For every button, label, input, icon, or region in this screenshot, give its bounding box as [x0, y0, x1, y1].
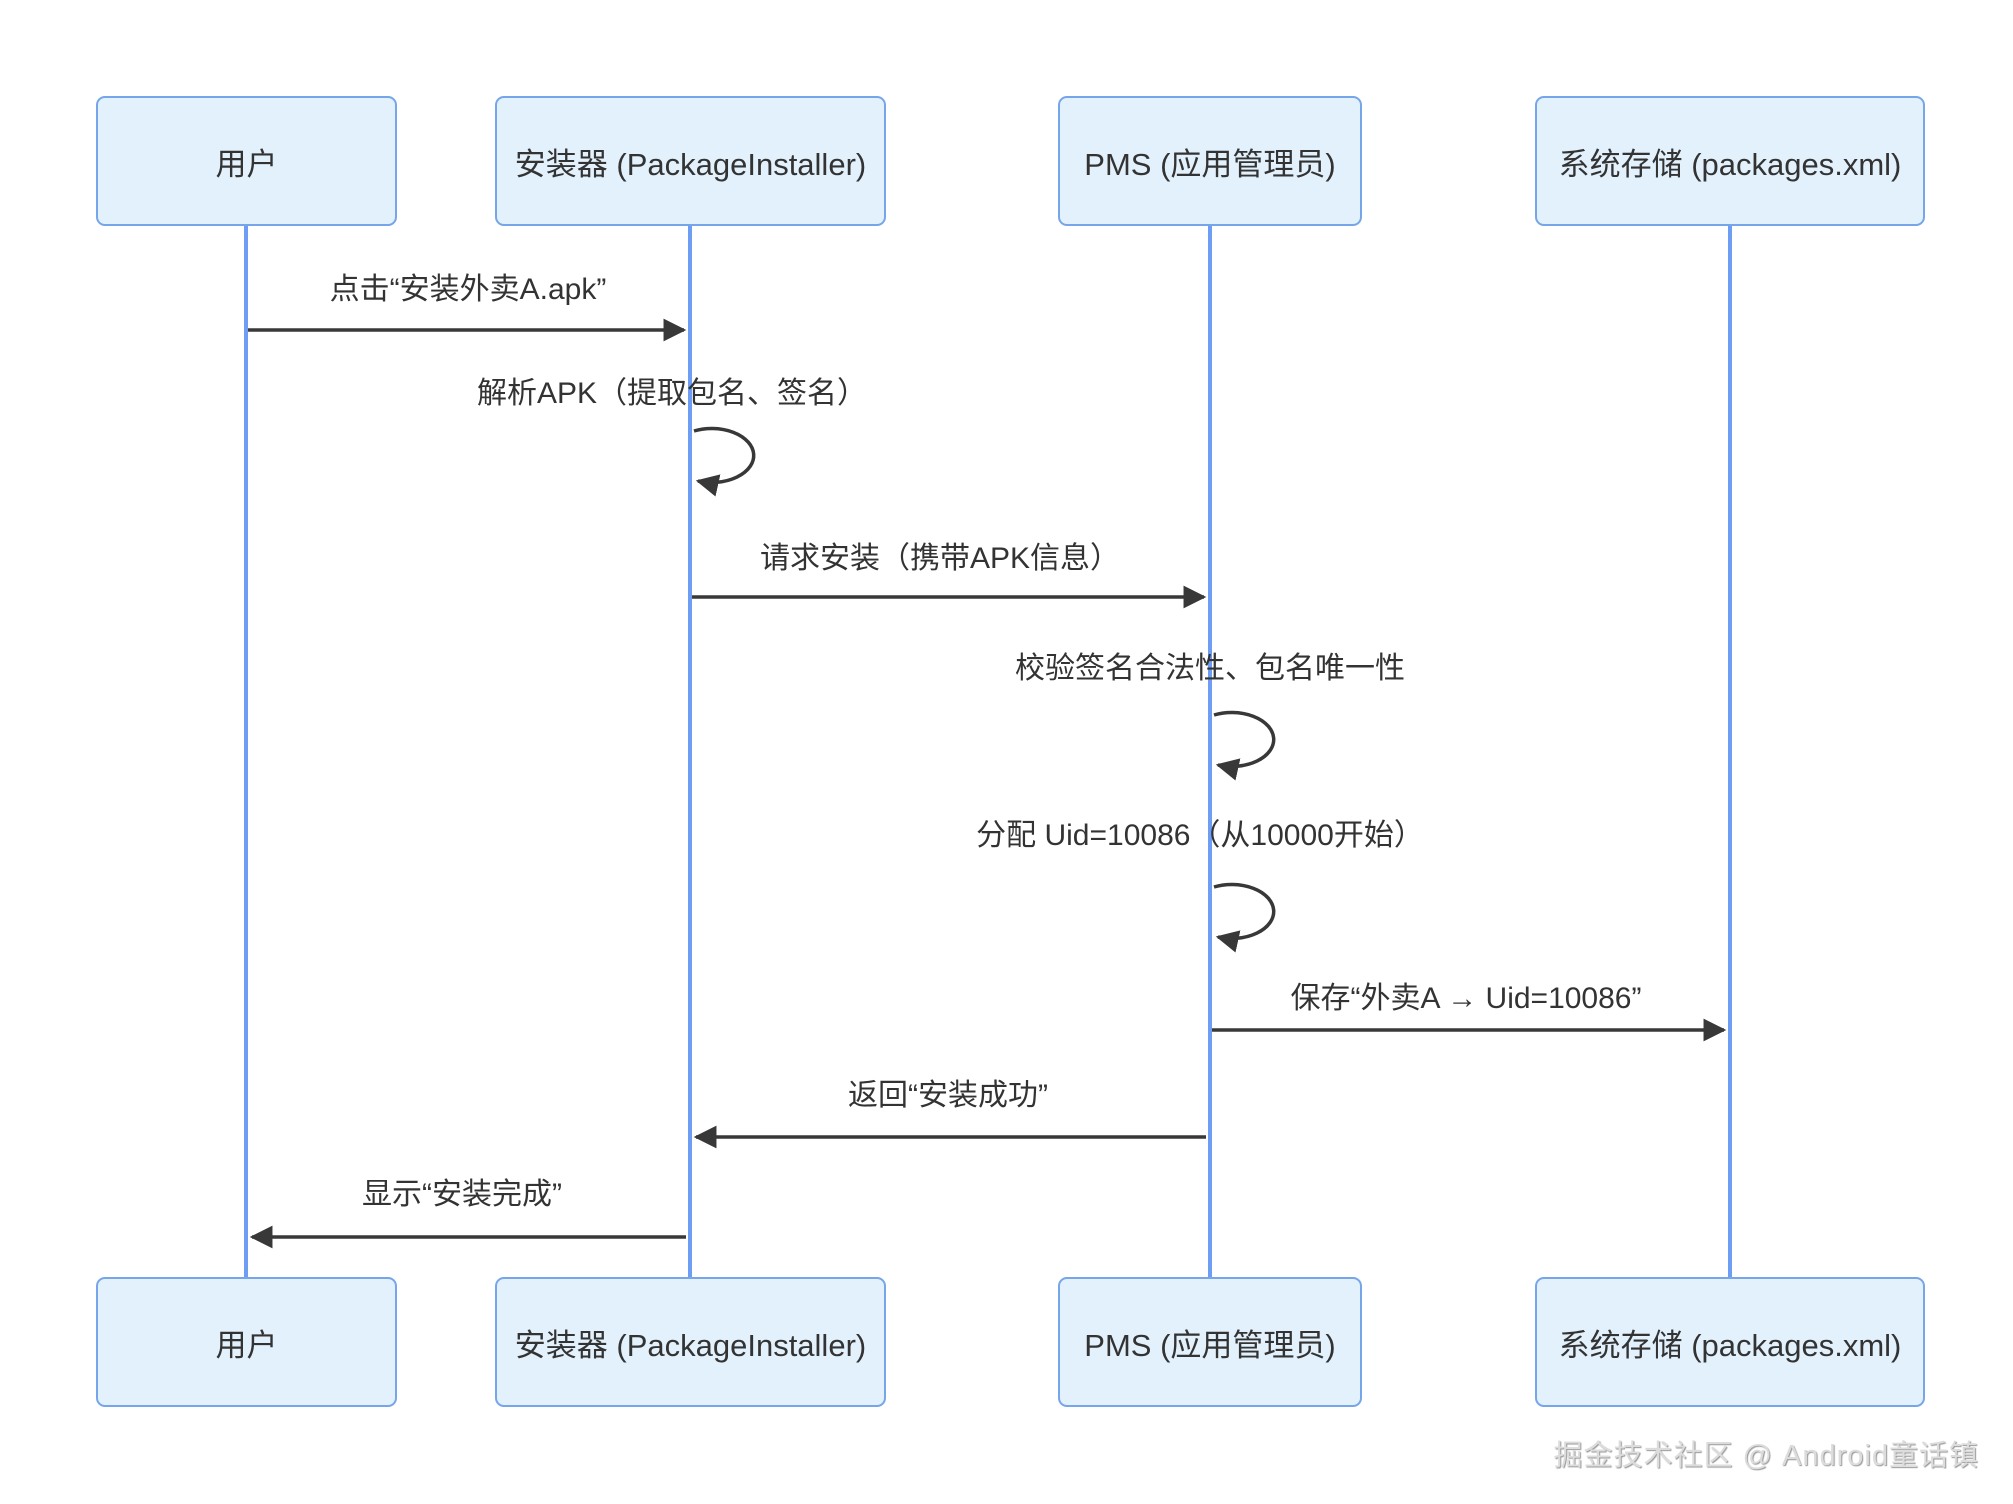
label-show-complete: 显示“安装完成”	[362, 1178, 562, 1211]
label-click-install: 点击“安装外卖A.apk”	[329, 273, 607, 306]
label-verify-signature: 校验签名合法性、包名唯一性	[1015, 652, 1405, 685]
actor-label: 用户	[215, 1327, 278, 1363]
actor-top-user: 用户	[96, 96, 397, 226]
actor-label: PMS (应用管理员)	[1084, 146, 1336, 182]
watermark-text: 掘金技术社区 @ Android童话镇	[1553, 1440, 1979, 1472]
lifeline-user	[244, 226, 248, 1277]
actor-top-installer: 安装器 (PackageInstaller)	[495, 96, 886, 226]
label-parse-apk: 解析APK（提取包名、签名）	[476, 377, 868, 410]
actor-top-pms: PMS (应用管理员)	[1058, 96, 1362, 226]
label-return-success: 返回“安装成功”	[848, 1079, 1048, 1112]
self-loop-parse-apk-icon	[693, 426, 756, 497]
actor-bottom-pms: PMS (应用管理员)	[1058, 1277, 1362, 1407]
lifeline-installer	[688, 226, 692, 1277]
actor-label: 系统存储 (packages.xml)	[1558, 1327, 1902, 1363]
label-save-mapping: 保存“外卖A → Uid=10086”	[1290, 982, 1642, 1015]
actor-bottom-user: 用户	[96, 1277, 397, 1407]
actor-bottom-storage: 系统存储 (packages.xml)	[1535, 1277, 1925, 1407]
actor-label: 用户	[215, 146, 278, 182]
self-loop-verify-signature-icon	[1213, 710, 1276, 781]
actor-bottom-installer: 安装器 (PackageInstaller)	[495, 1277, 886, 1407]
self-loop-assign-uid-icon	[1213, 882, 1276, 953]
actor-label: 安装器 (PackageInstaller)	[514, 1327, 867, 1363]
label-assign-uid: 分配 Uid=10086（从10000开始）	[976, 819, 1424, 852]
actor-label: PMS (应用管理员)	[1084, 1327, 1336, 1363]
actor-label: 安装器 (PackageInstaller)	[514, 146, 867, 182]
label-request-install: 请求安装（携带APK信息）	[759, 542, 1121, 575]
lifeline-storage	[1728, 226, 1732, 1277]
actor-top-storage: 系统存储 (packages.xml)	[1535, 96, 1925, 226]
actor-label: 系统存储 (packages.xml)	[1558, 146, 1902, 182]
lifeline-pms	[1208, 226, 1212, 1277]
